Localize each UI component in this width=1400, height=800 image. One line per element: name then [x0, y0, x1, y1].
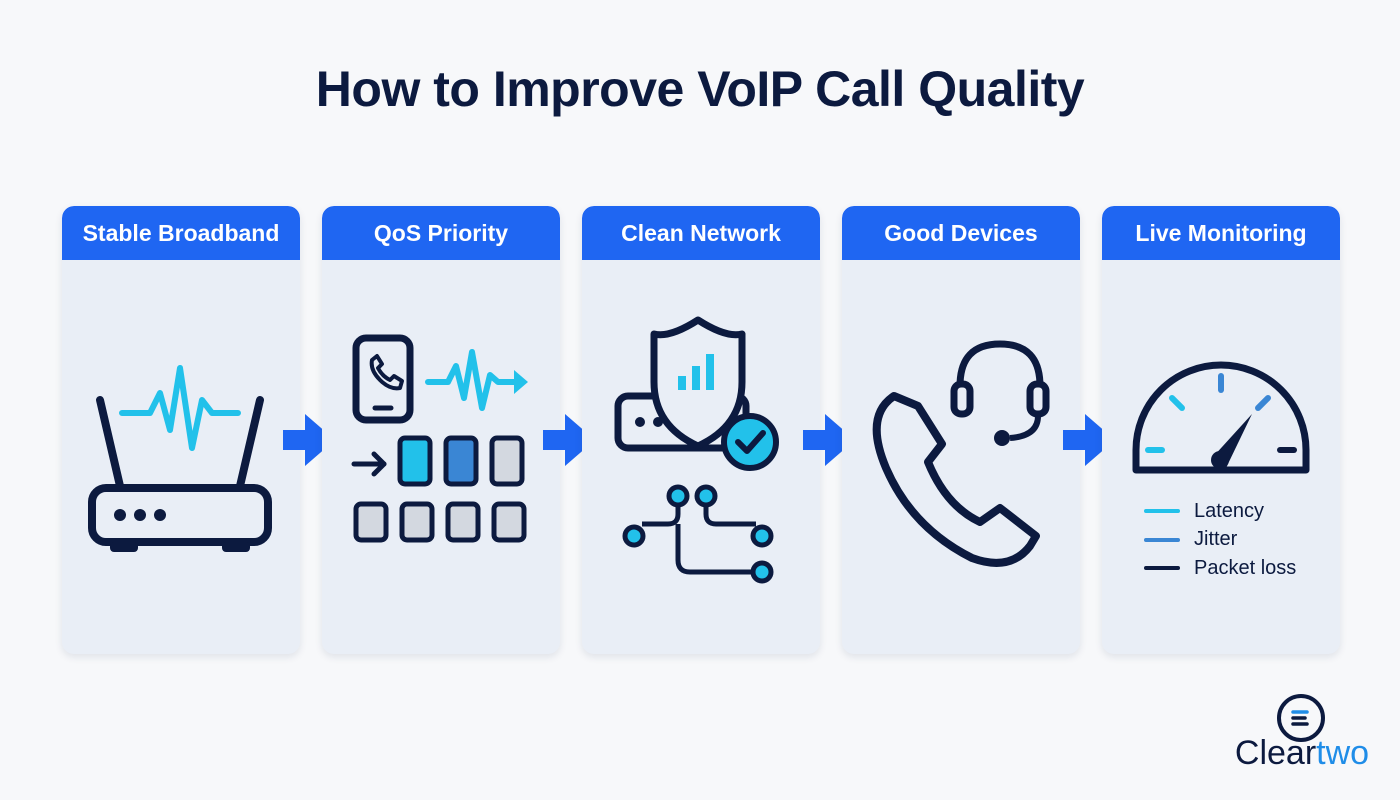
brand-name: Cleartwo	[1222, 734, 1382, 773]
legend-label: Jitter	[1194, 528, 1238, 551]
step-header: Good Devices	[842, 206, 1080, 260]
step-header: QoS Priority	[322, 206, 560, 260]
legend-label: Packet loss	[1194, 556, 1297, 579]
brand-logo: Cleartwo	[1222, 690, 1382, 790]
router-signal-icon	[88, 365, 272, 552]
page-title: How to Improve VoIP Call Quality	[315, 61, 1085, 117]
step-header: Stable Broadband	[62, 206, 300, 260]
step-card-qos-priority: QoS Priority	[322, 206, 560, 654]
legend-swatch	[1144, 566, 1180, 571]
right-arrow-icon	[283, 414, 335, 466]
step-card-good-devices: Good Devices	[842, 206, 1080, 654]
legend-swatch	[1144, 509, 1180, 514]
legend-item-latency: Latency	[1144, 497, 1296, 526]
brand-name-part2: two	[1316, 734, 1370, 772]
right-arrow-icon	[543, 414, 595, 466]
right-arrow-icon	[803, 414, 855, 466]
step-header: Clean Network	[582, 206, 820, 260]
right-arrow-icon	[1063, 414, 1115, 466]
step-header: Live Monitoring	[1102, 206, 1340, 260]
step-card-stable-broadband: Stable Broadband	[62, 206, 300, 654]
phone-headset-icon	[872, 340, 1050, 567]
shield-network-icon	[614, 316, 779, 584]
legend-swatch	[1144, 537, 1180, 542]
gauge-icon	[1132, 361, 1310, 474]
brand-name-part1: Clear	[1234, 734, 1317, 772]
metrics-legend: Latency Jitter Packet loss	[1144, 497, 1296, 583]
legend-item-packet-loss: Packet loss	[1144, 554, 1296, 583]
legend-label: Latency	[1194, 499, 1265, 522]
step-card-live-monitoring: Live Monitoring	[1102, 206, 1340, 654]
step-card-clean-network: Clean Network	[582, 206, 820, 654]
brand-logo-icon	[1277, 694, 1325, 742]
qos-priority-icon	[351, 334, 528, 543]
legend-item-jitter: Jitter	[1144, 526, 1296, 555]
